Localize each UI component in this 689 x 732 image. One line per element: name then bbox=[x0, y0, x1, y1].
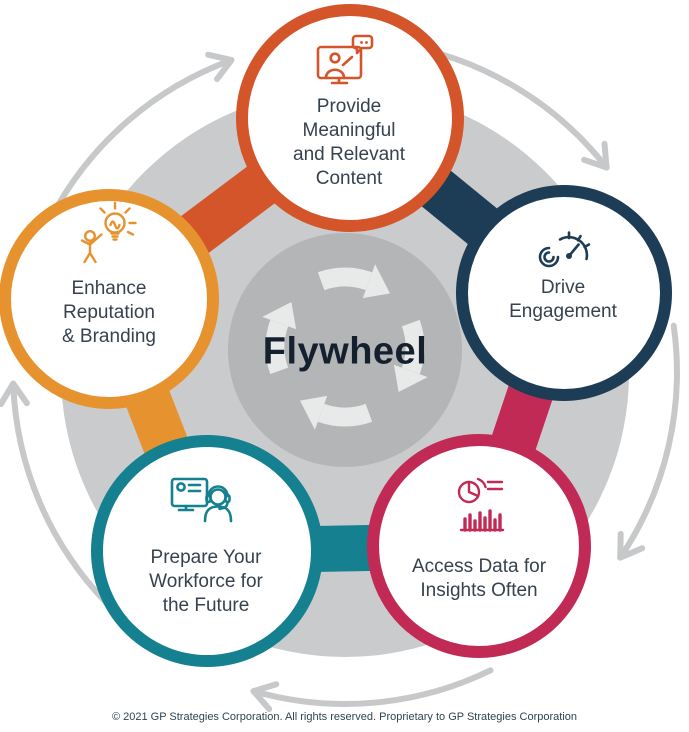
node-ring bbox=[367, 434, 591, 658]
node-prepare-workforce bbox=[91, 435, 323, 667]
node-ring bbox=[236, 4, 464, 232]
node-label-prepare-workforce: Prepare Your Workforce for the Future bbox=[149, 547, 263, 616]
node-label-enhance-reputation: Enhance Reputation & Branding bbox=[61, 278, 156, 347]
rotation-arrow bbox=[250, 667, 494, 713]
hub-disc bbox=[228, 233, 462, 467]
rotation-arrows bbox=[0, 42, 680, 713]
node-ring bbox=[0, 189, 219, 409]
node-access-data bbox=[367, 434, 591, 658]
node-drive-engagement bbox=[456, 185, 672, 401]
node-label-access-data: Access Data for Insights Often bbox=[411, 556, 547, 601]
data-charts-icon bbox=[457, 477, 505, 532]
center-label: Flywheel bbox=[262, 330, 428, 373]
node-ring bbox=[456, 185, 672, 401]
node-label-drive-engagement: Drive Engagement bbox=[509, 277, 617, 322]
copyright-text: © 2021 GP Strategies Corporation. All ri… bbox=[111, 711, 578, 723]
node-provide-content bbox=[236, 4, 464, 232]
rotation-arrow bbox=[0, 380, 110, 606]
idea-lightbulb-icon bbox=[80, 201, 137, 264]
rotation-arrow bbox=[617, 322, 680, 561]
presenter-screen-icon bbox=[316, 34, 374, 85]
node-label-provide-content: Provide Meaningful and Relevant Content bbox=[293, 96, 405, 189]
node-ring bbox=[91, 435, 323, 667]
node-enhance-reputation bbox=[0, 189, 219, 409]
rotation-arrow bbox=[48, 51, 235, 220]
gauge-icon bbox=[538, 231, 591, 268]
flywheel-arrows-icon bbox=[262, 264, 428, 430]
headset-person-icon bbox=[170, 477, 233, 523]
